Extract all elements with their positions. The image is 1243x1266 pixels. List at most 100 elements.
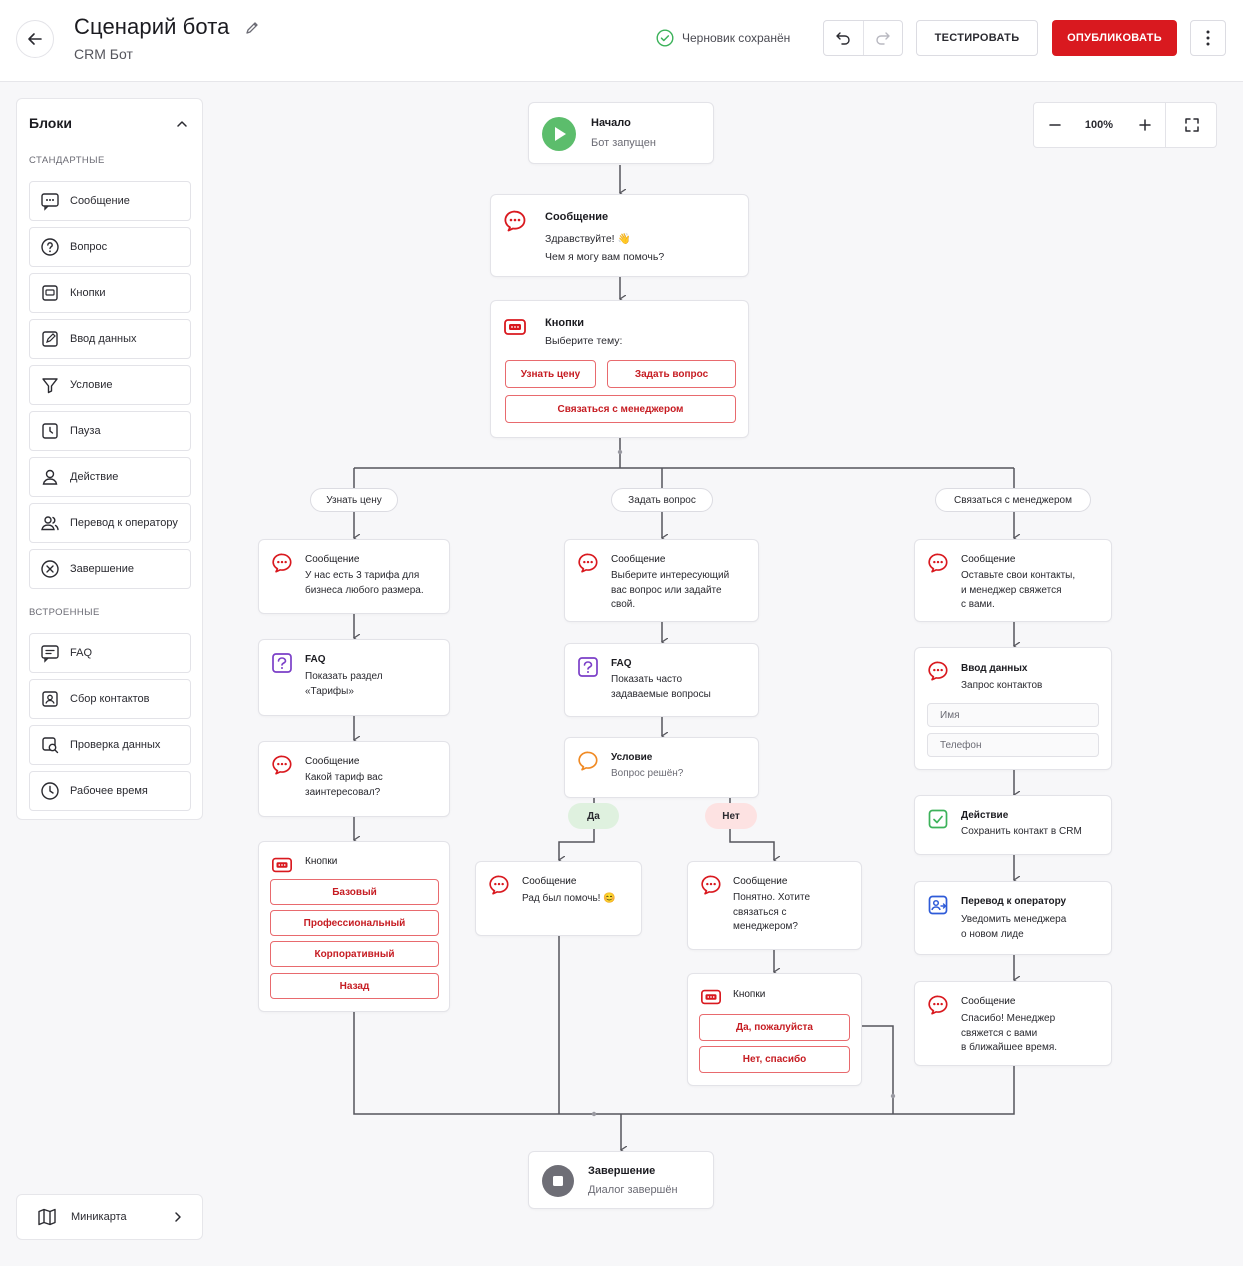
- buttons-icon: [701, 989, 721, 1005]
- node-title: Кнопки: [305, 856, 338, 867]
- node-title: Кнопки: [733, 989, 766, 1000]
- history-controls: [823, 20, 903, 56]
- node-title: Сообщение: [611, 554, 666, 565]
- clock-icon: [41, 782, 59, 800]
- block-end[interactable]: Завершение: [29, 549, 191, 589]
- minimap-toggle[interactable]: Миникарта: [16, 1194, 203, 1240]
- block-label: Сбор контактов: [70, 693, 150, 705]
- option-yes-please[interactable]: Да, пожалуйста: [699, 1014, 850, 1041]
- pencil-icon[interactable]: [244, 20, 260, 41]
- no-buttons-node[interactable]: Кнопки Да, пожалуйста Нет, спасибо: [687, 973, 862, 1086]
- price-buttons-node[interactable]: Кнопки Базовый Профессиональный Корпорат…: [258, 841, 450, 1012]
- chevron-right-icon: [175, 1212, 181, 1222]
- node-title: Сообщение: [961, 554, 1016, 565]
- branch-label-price: Узнать цену: [310, 488, 398, 512]
- branch-label-manager: Связаться с менеджером: [935, 488, 1091, 512]
- back-button[interactable]: [16, 20, 54, 58]
- publish-button[interactable]: ОПУБЛИКОВАТЬ: [1052, 20, 1177, 56]
- block-working-hours[interactable]: Рабочее время: [29, 771, 191, 811]
- option-price[interactable]: Узнать цену: [505, 360, 596, 388]
- option-basic[interactable]: Базовый: [270, 879, 439, 905]
- contact-card-icon: [42, 691, 58, 707]
- greeting-message-node[interactable]: Сообщение Здравствуйте! 👋 Чем я могу вам…: [490, 194, 749, 277]
- undo-button[interactable]: [824, 21, 863, 55]
- collapse-button[interactable]: [176, 117, 188, 135]
- block-contact-collection[interactable]: Сбор контактов: [29, 679, 191, 719]
- zoom-in-button[interactable]: [1124, 103, 1166, 147]
- price-message-node[interactable]: Сообщение У нас есть 3 тарифа для бизнес…: [258, 539, 450, 614]
- block-pause[interactable]: Пауза: [29, 411, 191, 451]
- question-message-node[interactable]: Сообщение Выберите интересующий вас вопр…: [564, 539, 759, 622]
- redo-button[interactable]: [862, 21, 903, 55]
- message-icon: [928, 995, 948, 1015]
- undo-icon: [836, 32, 850, 45]
- manager-action-node[interactable]: Действие Сохранить контакт в CRM: [914, 795, 1112, 855]
- chevron-up-icon: [177, 121, 187, 127]
- block-message[interactable]: Сообщение: [29, 181, 191, 221]
- manager-operator-node[interactable]: Перевод к оператору Уведомить менеджера …: [914, 881, 1112, 955]
- test-button[interactable]: ТЕСТИРОВАТЬ: [916, 20, 1038, 56]
- x-circle-icon: [41, 560, 59, 578]
- blocks-panel-title: Блоки: [29, 115, 72, 131]
- fullscreen-button[interactable]: [1165, 103, 1217, 147]
- more-menu-button[interactable]: [1190, 20, 1226, 56]
- block-operator-transfer[interactable]: Перевод к оператору: [29, 503, 191, 543]
- node-text: Показать часто задаваемые вопросы: [611, 674, 711, 700]
- phone-field[interactable]: Телефон: [927, 733, 1099, 757]
- buttons-icon: [272, 857, 292, 873]
- start-node[interactable]: Начало Бот запущен: [528, 102, 714, 164]
- price-question-node[interactable]: Сообщение Какой тариф вас заинтересовал?: [258, 741, 450, 817]
- buttons-icon: [42, 285, 58, 301]
- node-title: FAQ: [611, 658, 632, 669]
- block-label: Пауза: [70, 425, 101, 437]
- save-status: Черновик сохранён: [656, 29, 790, 47]
- option-question[interactable]: Задать вопрос: [607, 360, 736, 388]
- option-professional[interactable]: Профессиональный: [270, 910, 439, 936]
- node-text: Оставьте свои контакты, и менеджер свяже…: [961, 570, 1076, 610]
- message-icon: [272, 553, 292, 573]
- minus-icon: [1049, 124, 1061, 126]
- name-field[interactable]: Имя: [927, 703, 1099, 727]
- yes-branch-label: Да: [568, 803, 619, 829]
- manager-message-node[interactable]: Сообщение Оставьте свои контакты, и мене…: [914, 539, 1112, 622]
- block-data-input[interactable]: Ввод данных: [29, 319, 191, 359]
- block-label: Ввод данных: [70, 333, 137, 345]
- node-subtitle: Диалог завершён: [588, 1184, 678, 1196]
- arrow-left-icon: [28, 33, 42, 45]
- block-label: FAQ: [70, 647, 93, 659]
- yes-message-node[interactable]: Сообщение Рад был помочь! 😊: [475, 861, 642, 936]
- option-manager[interactable]: Связаться с менеджером: [505, 395, 736, 423]
- block-buttons[interactable]: Кнопки: [29, 273, 191, 313]
- topic-buttons-node[interactable]: Кнопки Выберите тему: Узнать цену Задать…: [490, 300, 749, 438]
- option-back[interactable]: Назад: [270, 973, 439, 999]
- node-text: Выберите интересующий вас вопрос или зад…: [611, 570, 730, 610]
- block-question[interactable]: Вопрос: [29, 227, 191, 267]
- check-square-icon: [928, 809, 948, 829]
- question-condition-node[interactable]: Условие Вопрос решён?: [564, 737, 759, 798]
- redo-icon: [876, 32, 890, 45]
- end-node[interactable]: Завершение Диалог завершён: [528, 1151, 714, 1209]
- stop-icon: [542, 1165, 574, 1197]
- block-data-check[interactable]: Проверка данных: [29, 725, 191, 765]
- manager-input-node[interactable]: Ввод данных Запрос контактов Имя Телефон: [914, 647, 1112, 770]
- no-message-node[interactable]: Сообщение Понятно. Хотите связаться с ме…: [687, 861, 862, 950]
- message-icon: [578, 553, 598, 573]
- node-title: Кнопки: [545, 317, 584, 329]
- map-icon: [38, 1208, 56, 1226]
- block-condition[interactable]: Условие: [29, 365, 191, 405]
- block-action[interactable]: Действие: [29, 457, 191, 497]
- option-no-thanks[interactable]: Нет, спасибо: [699, 1046, 850, 1073]
- users-icon: [41, 516, 59, 531]
- manager-thanks-node[interactable]: Сообщение Спасибо! Менеджер свяжется с в…: [914, 981, 1112, 1066]
- node-text: Понятно. Хотите связаться с менеджером?: [733, 892, 811, 932]
- block-faq[interactable]: FAQ: [29, 633, 191, 673]
- option-corporate[interactable]: Корпоративный: [270, 941, 439, 967]
- message-icon: [928, 553, 948, 573]
- node-title: Сообщение: [305, 554, 360, 565]
- price-faq-node[interactable]: FAQ Показать раздел «Тарифы»: [258, 639, 450, 716]
- zoom-out-button[interactable]: [1034, 103, 1076, 147]
- node-subtitle: Бот запущен: [591, 137, 656, 149]
- question-faq-node[interactable]: FAQ Показать часто задаваемые вопросы: [564, 643, 759, 717]
- user-icon: [42, 469, 58, 485]
- zoom-level: 100%: [1084, 119, 1114, 131]
